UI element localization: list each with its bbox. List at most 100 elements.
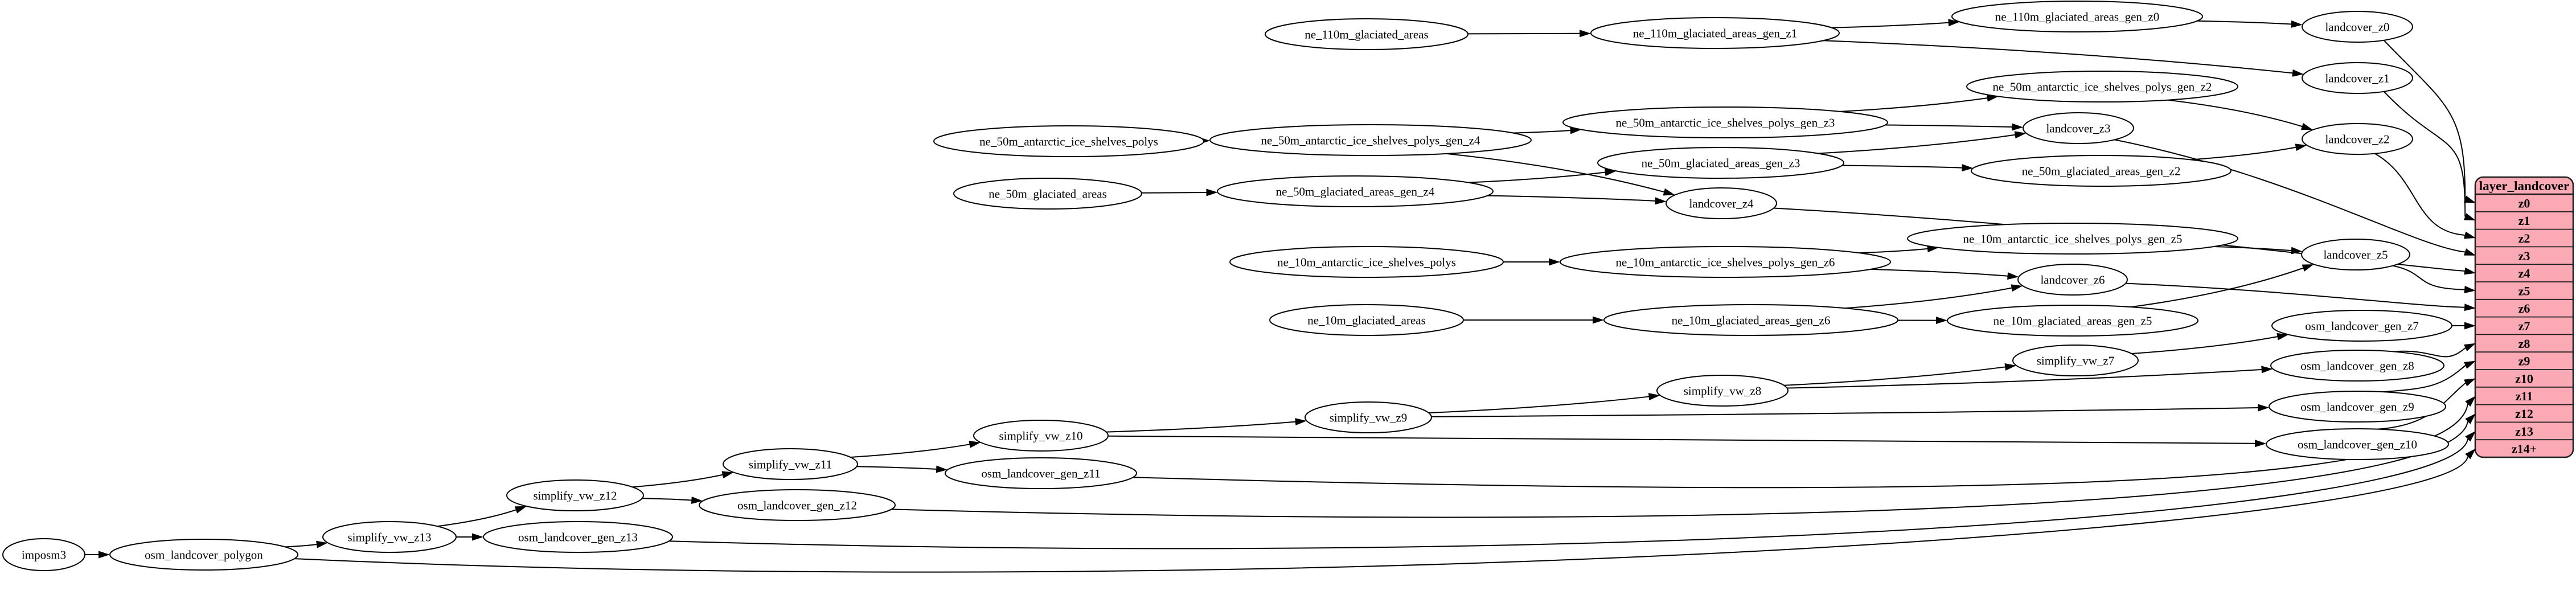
edge <box>2126 282 2465 308</box>
arrowhead-icon <box>1580 30 1591 38</box>
arrowhead-icon <box>2464 304 2476 311</box>
graph-node-osm_landcover_gen_z13: osm_landcover_gen_z13 <box>483 521 673 553</box>
table-row-z6: z6 <box>2518 301 2530 315</box>
table-row-z13: z13 <box>2515 424 2533 438</box>
arrowhead-icon <box>2011 284 2023 292</box>
arrowhead-icon <box>2276 333 2289 341</box>
edge <box>2167 99 2304 128</box>
edge <box>2394 347 2466 358</box>
edge <box>1885 124 2013 128</box>
node-label: landcover_z5 <box>2323 248 2388 262</box>
graph-node-ne_10m_glaciated_areas_gen_z6: ne_10m_glaciated_areas_gen_z6 <box>1603 304 1898 336</box>
arrowhead-icon <box>936 465 948 473</box>
table-row-z3: z3 <box>2518 249 2530 263</box>
node-ellipse <box>1666 187 1777 219</box>
node-ellipse <box>2301 239 2410 270</box>
node-ellipse <box>1560 246 1891 278</box>
edge <box>1845 287 2013 309</box>
edge <box>1842 165 1963 169</box>
table-row-z12: z12 <box>2515 407 2533 421</box>
arrowhead-icon <box>2261 366 2273 374</box>
node-ellipse <box>1209 124 1532 156</box>
graph-node-simplify_vw_z12: simplify_vw_z12 <box>506 479 644 511</box>
node-ellipse <box>1305 401 1432 433</box>
edge <box>1446 153 1666 193</box>
node-label: ne_110m_glaciated_areas_gen_z1 <box>1633 27 1797 40</box>
graph-node-ne_10m_glaciated_areas_gen_z5: ne_10m_glaciated_areas_gen_z5 <box>1947 305 2198 337</box>
arrowhead-icon <box>2300 122 2313 130</box>
node-label: osm_landcover_gen_z9 <box>2300 400 2414 414</box>
graph-node-landcover_z1: landcover_z1 <box>2302 62 2413 94</box>
graph-node-osm_landcover_gen_z7: osm_landcover_gen_z7 <box>2271 310 2452 342</box>
edge <box>1468 171 1606 183</box>
node-label: landcover_z4 <box>1689 197 1754 211</box>
node-label: osm_landcover_gen_z12 <box>737 499 857 512</box>
edge <box>1487 195 1656 202</box>
arrowhead-icon <box>2465 396 2476 407</box>
edge <box>2197 20 2292 25</box>
edge <box>2374 153 2465 236</box>
node-ellipse <box>506 479 644 511</box>
edge <box>2131 335 2279 355</box>
graph-node-simplify_vw_z7: simplify_vw_z7 <box>2012 345 2139 376</box>
node-label: simplify_vw_z11 <box>749 458 832 471</box>
graph-node-ne_50m_glaciated_areas_gen_z3: ne_50m_glaciated_areas_gen_z3 <box>1597 147 1844 179</box>
arrowhead-icon <box>2465 413 2476 424</box>
table-row-z8: z8 <box>2518 337 2530 351</box>
edge <box>1859 248 1929 254</box>
edge <box>1428 396 1650 413</box>
graph-node-ne_50m_glaciated_areas_gen_z4: ne_50m_glaciated_areas_gen_z4 <box>1217 175 1494 207</box>
edge <box>2191 146 2297 161</box>
graph-node-landcover_z6: landcover_z6 <box>2017 264 2128 296</box>
node-ellipse <box>109 539 298 571</box>
edge <box>1840 97 1988 112</box>
node-label: osm_landcover_gen_z7 <box>2305 319 2418 333</box>
table-row-z7: z7 <box>2518 319 2530 333</box>
edge <box>1773 207 2465 272</box>
graph-node-landcover_z3: landcover_z3 <box>2023 112 2134 144</box>
graph-node-ne_50m_antarctic_ice_shelves_polys_gen_z2: ne_50m_antarctic_ice_shelves_polys_gen_z… <box>1966 71 2238 102</box>
graph-node-ne_50m_antarctic_ice_shelves_polys_gen_z3: ne_50m_antarctic_ice_shelves_polys_gen_z… <box>1562 106 1888 138</box>
node-ellipse <box>723 448 858 480</box>
node-label: osm_landcover_gen_z10 <box>2298 438 2417 452</box>
table-row-z9: z9 <box>2518 354 2530 368</box>
graph-node-osm_landcover_gen_z12: osm_landcover_gen_z12 <box>699 489 896 521</box>
edge <box>1106 421 1297 433</box>
node-ellipse <box>2302 11 2413 43</box>
node-label: ne_10m_antarctic_ice_shelves_polys <box>1277 256 1456 269</box>
node-label: ne_10m_glaciated_areas <box>1307 314 1426 327</box>
arrowhead-icon <box>2007 272 2019 280</box>
arrowhead-icon <box>1948 19 1960 27</box>
graph-node-landcover_z2: landcover_z2 <box>2302 123 2413 155</box>
arrowhead-icon <box>2463 213 2476 221</box>
node-label: ne_50m_antarctic_ice_shelves_polys_gen_z… <box>1993 80 2212 94</box>
node-label: ne_10m_glaciated_areas_gen_z5 <box>1993 314 2152 328</box>
node-label: ne_50m_antarctic_ice_shelves_polys_gen_z… <box>1616 116 1835 130</box>
node-ellipse <box>1603 304 1898 336</box>
graph-node-ne_10m_antarctic_ice_shelves_polys: ne_10m_antarctic_ice_shelves_polys <box>1229 246 1504 278</box>
node-label: imposm3 <box>22 548 66 562</box>
node-ellipse <box>933 125 1204 157</box>
node-ellipse <box>953 178 1142 210</box>
node-label: ne_110m_glaciated_areas <box>1305 28 1428 42</box>
edge <box>1107 435 2257 444</box>
arrowhead-icon <box>316 540 328 548</box>
arrowhead-icon <box>2463 248 2476 256</box>
table-row-z5: z5 <box>2518 284 2530 298</box>
table-row-z4: z4 <box>2518 266 2530 281</box>
arrowhead-icon <box>472 533 483 541</box>
edge <box>2393 265 2465 290</box>
edge <box>2382 365 2466 393</box>
arrowhead-icon <box>2004 363 2017 371</box>
node-ellipse <box>1590 17 1840 49</box>
arrowhead-icon <box>1549 258 1560 266</box>
node-label: osm_landcover_gen_z13 <box>518 531 638 544</box>
graph-node-simplify_vw_z9: simplify_vw_z9 <box>1305 401 1432 433</box>
edge <box>856 466 938 470</box>
graph-node-ne_110m_glaciated_areas_gen_z1: ne_110m_glaciated_areas_gen_z1 <box>1590 17 1840 49</box>
graph-node-imposm3: imposm3 <box>2 538 85 571</box>
node-ellipse <box>2023 112 2134 144</box>
edge <box>668 438 2468 550</box>
graph-node-ne_10m_glaciated_areas: ne_10m_glaciated_areas <box>1269 304 1464 336</box>
